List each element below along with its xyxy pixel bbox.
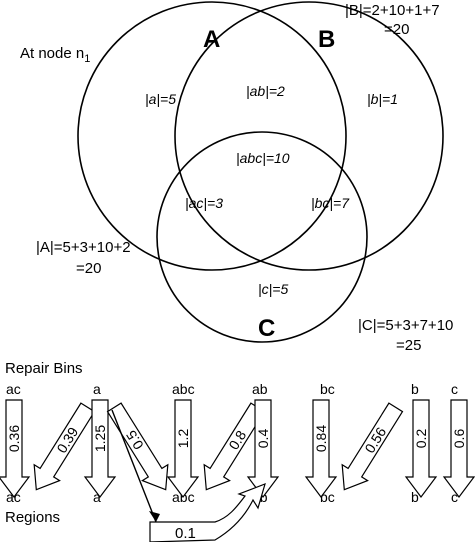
set-c-sum-line1: |C|=5+3+7+10 <box>358 317 453 334</box>
transfer-arrow-shape <box>166 399 200 498</box>
transfer-arrow-shape <box>246 399 280 498</box>
set-a-circle <box>77 1 347 271</box>
transfer-arrow: 0.36 <box>0 399 31 498</box>
transfer-arrow-value: 0.2 <box>413 429 429 449</box>
transfer-arrow: 0.4 <box>246 399 280 498</box>
bin-label: ac <box>6 381 21 397</box>
bin-label: a <box>93 381 101 397</box>
set-a-name: A <box>203 26 220 53</box>
region-name: b <box>411 489 419 505</box>
region-a-label: |a|=5 <box>145 91 176 107</box>
transfer-arrow: 0.84 <box>304 399 338 498</box>
set-c-circle <box>156 131 368 343</box>
set-c-sum-line2: =25 <box>396 337 421 354</box>
set-b-sum-line1: |B|=2+10+1+7 <box>345 2 440 19</box>
flow-pointer-line <box>111 409 157 523</box>
region-c-label: |c|=5 <box>258 281 288 297</box>
region-name: c <box>451 489 458 505</box>
repair-bins-title: Repair Bins <box>5 360 83 377</box>
transfer-arrow-shape <box>404 399 438 498</box>
region-bc-label: |bc|=7 <box>311 195 350 211</box>
bin-labels: ac a abc ab bc b c <box>6 381 458 397</box>
transfer-arrow: 1.25 <box>83 399 117 498</box>
transfer-arrow-value: 1.2 <box>175 429 191 449</box>
transfer-arrow-value: 1.25 <box>92 425 108 452</box>
flow-box: 0.1 <box>149 483 266 542</box>
bin-label: abc <box>172 381 195 397</box>
region-b-label: |b|=1 <box>367 91 398 107</box>
region-ab-label: |ab|=2 <box>246 83 285 99</box>
node-label: At node n1 <box>20 45 90 65</box>
set-b-name: B <box>318 26 335 53</box>
set-a-sum-line1: |A|=5+3+10+2 <box>36 239 131 256</box>
transfer-arrow-value: 0.36 <box>6 425 22 452</box>
transfer-arrow: 1.2 <box>166 399 200 498</box>
set-a-sum-line2: =20 <box>76 260 101 277</box>
transfer-arrow-shape <box>341 402 404 491</box>
region-labels-row: ac a abc ab bc b c <box>6 489 458 505</box>
flow-box-outline <box>149 483 266 542</box>
transfer-arrow-shape <box>0 399 31 498</box>
transfer-arrow-value: 0.84 <box>313 425 329 452</box>
flow-value-label: 0.1 <box>175 525 196 542</box>
regions-title: Regions <box>5 509 60 526</box>
set-b-sum-line2: =20 <box>384 21 409 38</box>
set-c-name: C <box>258 315 275 342</box>
bin-label: c <box>451 381 458 397</box>
transfer-arrow: 0.6 <box>442 399 475 498</box>
transfer-arrow-shape <box>106 402 169 491</box>
bin-label: bc <box>320 381 335 397</box>
transfer-arrow-shape <box>33 402 96 491</box>
transfer-arrow: 0.5 <box>106 402 169 491</box>
bin-label: ab <box>252 381 268 397</box>
transfer-arrow-shape <box>442 399 475 498</box>
flow-pointer-head <box>149 511 160 522</box>
transfer-arrow-value: 0.6 <box>451 429 467 449</box>
region-name: a <box>93 489 101 505</box>
region-ac-label: |ac|=3 <box>185 195 223 211</box>
region-abc-label: |abc|=10 <box>236 150 290 166</box>
transfer-arrow: 0.2 <box>404 399 438 498</box>
bin-label: b <box>411 381 419 397</box>
transfer-arrow: 0.56 <box>341 402 404 491</box>
set-b-circle <box>174 1 444 271</box>
transfer-arrow-value: 0.4 <box>255 429 271 449</box>
transfer-arrow-shape <box>304 399 338 498</box>
